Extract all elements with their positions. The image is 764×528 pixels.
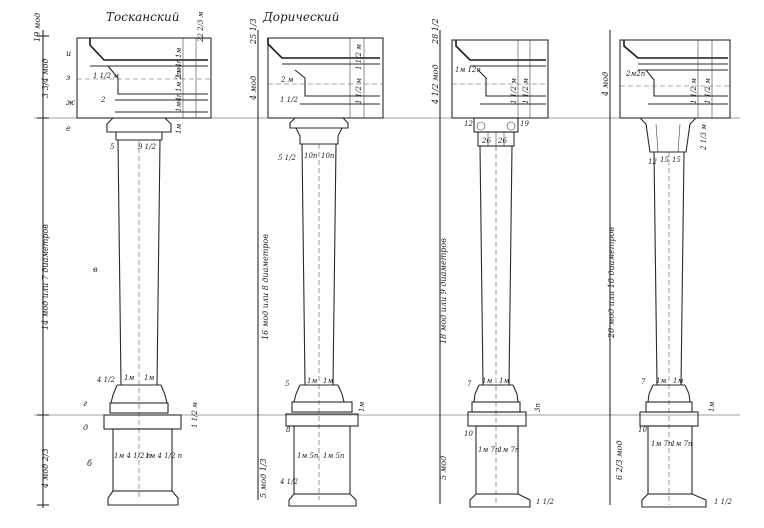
doric-top-dim: 25 1/3 — [249, 18, 258, 45]
doric-shaft: 16 мод или 8 диаметров — [261, 234, 270, 340]
corinthian-shaft: 20 мод или 10 диаметров — [607, 227, 616, 339]
corinthian-ped2: 1м 7п — [671, 440, 693, 448]
tuscan-base2: 1м — [124, 374, 134, 382]
corinthian-m1: 2м2п — [625, 70, 646, 78]
tuscan-base4: 1 1/2 м — [191, 402, 199, 428]
doric-cap2: 10п — [304, 152, 318, 160]
doric-ent: 4 мод — [249, 76, 258, 101]
ionic-ped-h: 5 мод — [439, 456, 448, 480]
tuscan-cap2: 9 1/2 — [138, 143, 156, 151]
ionic-base4: 3п — [534, 403, 542, 412]
tuscan-title: Тосканский — [106, 10, 180, 24]
ionic-ped-side: 10 — [464, 430, 473, 438]
ionic-cap4: 26 — [497, 137, 507, 145]
ionic-cap2: 19 — [520, 120, 529, 128]
scale-pedestal-label: 4 мод 2/3 — [41, 448, 50, 489]
tuscan-base1: 4 1/2 — [96, 376, 115, 384]
tuscan-ped2: 1м 4 1/2 п — [145, 452, 183, 460]
tuscan-m2: 1м4п — [175, 58, 183, 78]
ionic-order: 28 1/2 4 1/2 мод 1м 12п 1 1/2 м 1 1/2 м … — [431, 18, 554, 508]
corinthian-cap3: 15 — [672, 156, 681, 164]
scale-shaft-label: 14 мод или 7 диаметров — [41, 224, 50, 330]
tuscan-m4: 1м4п — [175, 92, 183, 112]
ionic-top-dim: 28 1/2 — [431, 18, 440, 45]
corinthian-ped-h: 6 2/3 мод — [615, 440, 624, 480]
corinthian-ent: 4 мод — [601, 72, 610, 97]
corinthian-base1: 7 — [641, 378, 646, 386]
ionic-ped1: 1м 7п — [478, 446, 500, 454]
doric-cap3: 10п — [321, 152, 335, 160]
doric-ped-side: 8 — [286, 426, 291, 434]
corinthian-base4: 1м — [708, 402, 716, 412]
ionic-ped-low: 1 1/2 — [536, 498, 554, 506]
corinthian-base2: 1м — [656, 377, 666, 385]
scale-entablature-label: 3 3/4 мод — [41, 58, 50, 98]
doric-base1: 5 — [285, 380, 290, 388]
tuscan-order: Тосканский 22 2/3 м 1м 1м4п 1м 2п 1 — [76, 10, 212, 506]
doric-order: Дорический 25 1/3 4 мод 1 1/2 м 1 1/2 м … — [249, 10, 384, 507]
letter-i: и — [66, 49, 71, 58]
ionic-ped2: 1м 7п — [498, 446, 520, 454]
letter-d: д — [83, 423, 88, 432]
doric-m2: 1 1/2 м — [355, 78, 363, 104]
doric-base4: 1м — [358, 402, 366, 412]
ionic-cap1: 12 — [464, 120, 473, 128]
doric-ped-low: 4 1/2 — [279, 478, 298, 486]
ionic-base1: 7 — [467, 380, 472, 388]
letter-e: е — [66, 124, 71, 133]
tuscan-left2: 2 — [100, 96, 106, 104]
ionic-m1: 1м 12п — [455, 66, 481, 74]
doric-m1: 1 1/2 м — [355, 44, 363, 70]
tuscan-cap3: 1м — [175, 124, 183, 134]
scale-top-label: 19 мод — [33, 13, 42, 42]
letter-v: в — [93, 265, 98, 274]
left-scale — [37, 30, 49, 508]
doric-ped1: 1м 5п — [297, 452, 319, 460]
ionic-shaft: 18 мод или 9 диаметров — [439, 238, 448, 344]
doric-base2: 1м — [307, 377, 317, 385]
letter-b: б — [87, 459, 92, 468]
letter-g: г — [83, 399, 87, 408]
corinthian-m3: 1 1/2 м — [690, 78, 698, 104]
tuscan-ped1: 1м 4 1/2 п — [114, 452, 152, 460]
doric-base3: 1м — [323, 377, 333, 385]
corinthian-cap4: 2 1/3 м — [700, 124, 708, 151]
corinthian-ped1: 1м 7п — [651, 440, 673, 448]
doric-title: Дорический — [262, 10, 339, 24]
corinthian-cap1: 12 — [648, 158, 657, 166]
tuscan-cap1: 5 — [110, 143, 115, 151]
ionic-m2: 1 1/2 м — [522, 78, 530, 104]
tuscan-base3: 1м — [144, 374, 154, 382]
doric-left1: 2 м — [280, 76, 294, 84]
tuscan-m1: 1м — [175, 48, 183, 58]
ionic-ent: 4 1/2 мод — [431, 64, 440, 105]
corinthian-m2: 1 1/2 м — [704, 78, 712, 104]
corinthian-cap2: 15 — [660, 156, 669, 164]
corinthian-ped-low: 1 1/2 — [714, 498, 732, 506]
tuscan-left1: 1 1/2 м — [93, 72, 119, 80]
doric-cap1: 5 1/2 — [278, 154, 296, 162]
tuscan-top-dim: 22 2/3 м — [197, 11, 205, 43]
tuscan-m3: 1м 2п — [175, 70, 183, 92]
ionic-base3: 1м — [499, 377, 509, 385]
ionic-base2: 1м — [482, 377, 492, 385]
doric-left2: 1 1/2 — [280, 96, 298, 104]
corinthian-base3: 1м — [673, 377, 683, 385]
corinthian-ped-side: 10 — [638, 426, 647, 434]
doric-ped2: 1м 5п — [323, 452, 345, 460]
letter-z: з — [66, 73, 70, 82]
ionic-m3: 1 1/2 м — [510, 78, 518, 104]
corinthian-order: 4 мод 2м2п 1 1/2 м 1 1/2 м 12 15 15 2 1/… — [601, 30, 732, 508]
ionic-cap3: 26 — [481, 137, 491, 145]
doric-ped-h: 5 мод 1/3 — [259, 458, 268, 498]
letter-zh: ж — [66, 98, 75, 107]
